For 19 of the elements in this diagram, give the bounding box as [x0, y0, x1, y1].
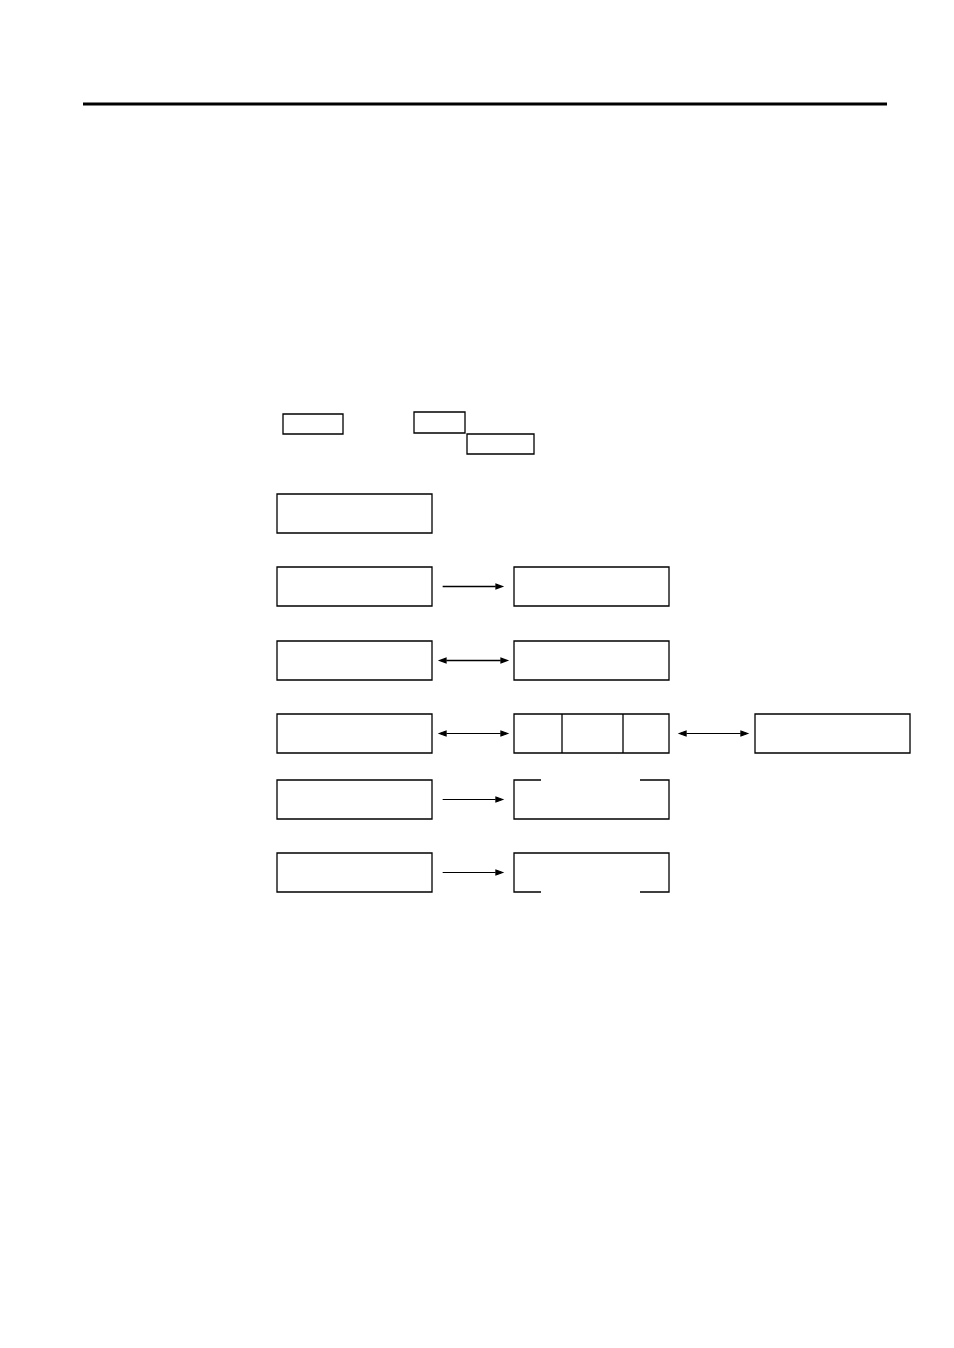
open-bottom-box: [513, 852, 670, 893]
empty-box: [276, 493, 433, 534]
empty-box: [513, 640, 670, 681]
empty-box: [276, 852, 433, 893]
arrow: [442, 796, 504, 803]
empty-box: [276, 713, 433, 754]
double-arrow: [678, 730, 749, 737]
empty-box: [754, 713, 911, 754]
arrow: [442, 869, 504, 876]
segmented-box: [513, 713, 670, 754]
double-arrow: [438, 730, 509, 737]
empty-box: [276, 779, 433, 820]
small-box: [466, 433, 535, 455]
empty-box: [513, 566, 670, 607]
open-top-box: [513, 779, 670, 820]
small-box: [413, 411, 466, 434]
empty-box: [276, 566, 433, 607]
empty-box: [276, 640, 433, 681]
small-box: [282, 413, 344, 435]
